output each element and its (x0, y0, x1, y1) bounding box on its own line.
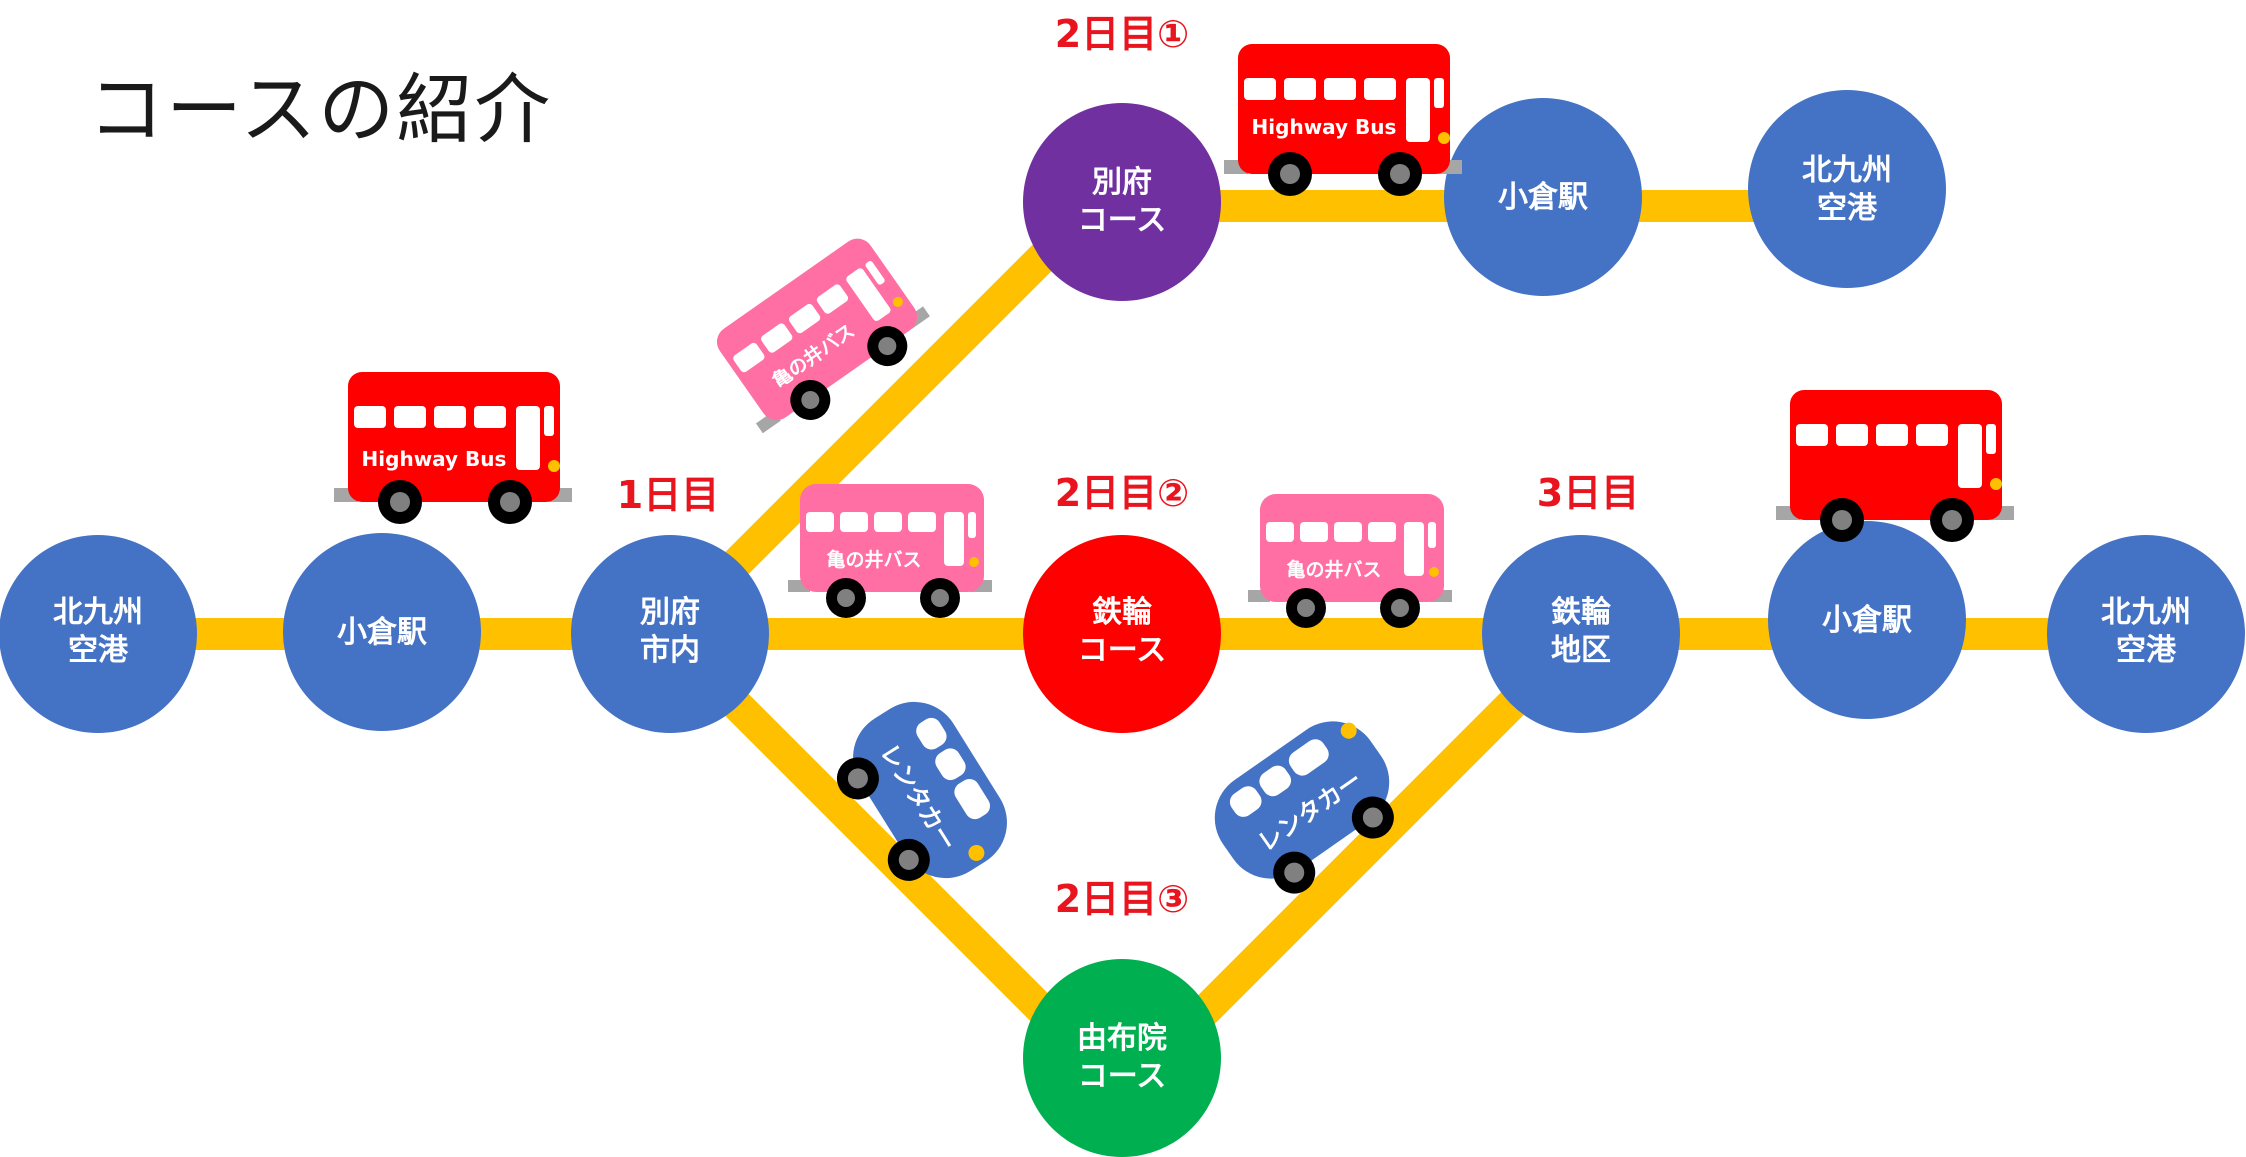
route-line-day1-to-beppu (704, 218, 1082, 596)
node-label-line2: 地区 (1551, 633, 1611, 668)
route-line-yufuin-to-tetsuwa (1166, 672, 1544, 1050)
vehicle-label: 亀の井バス (1286, 559, 1381, 581)
rental-car-left: レンタカー (836, 701, 1007, 881)
node-yufuin-course: 由布院 コース (1023, 959, 1221, 1157)
day-label-day1: 1日目 (617, 473, 719, 517)
node-label-line1: 別府 (640, 595, 700, 630)
kamenoi-bus-tilted: 亀の井バス (716, 238, 930, 434)
node-label: 小倉駅 (1498, 180, 1588, 215)
node-tetsuwa-district: 鉄輪 地区 (1482, 535, 1680, 733)
node-beppu-course: 別府 コース (1023, 103, 1221, 301)
node-kitakyushu-airport-left: 北九州 空港 (0, 535, 197, 733)
node-label-line1: 別府 (1092, 165, 1152, 200)
node-kitakyushu-airport-right: 北九州 空港 (2047, 535, 2245, 733)
node-label-line2: コース (1078, 203, 1167, 238)
page-title: コースの紹介 (88, 65, 553, 154)
day-label-day2-1: 2日目① (1055, 12, 1190, 56)
node-kokura-right: 小倉駅 (1768, 521, 1966, 719)
highway-bus-right (1776, 390, 2014, 542)
vehicle-label: Highway Bus (362, 447, 507, 471)
rental-car-right: レンタカー (1214, 721, 1394, 894)
node-kokura-top: 小倉駅 (1444, 98, 1642, 296)
day-label-day2-2: 2日目② (1055, 471, 1190, 515)
kamenoi-bus-middle-right: 亀の井バス (1248, 494, 1452, 628)
node-label-line2: コース (1078, 1059, 1167, 1094)
node-label-line1: 由布院 (1077, 1021, 1167, 1056)
node-kitakyushu-airport-top: 北九州 空港 (1748, 90, 1946, 288)
highway-bus-top: Highway Bus (1224, 44, 1462, 196)
day-label-day3: 3日目 (1537, 471, 1639, 515)
node-label-line2: 空港 (2116, 633, 2177, 668)
vehicle-label: 亀の井バス (826, 549, 921, 571)
node-label-line2: 市内 (640, 633, 700, 668)
vehicle-label: Highway Bus (1252, 115, 1397, 139)
node-label-line1: 北九州 (1802, 153, 1892, 188)
node-label-line2: コース (1078, 633, 1167, 668)
node-tetsuwa-course: 鉄輪 コース (1023, 535, 1221, 733)
node-label: 小倉駅 (337, 615, 427, 650)
day-labels: 1日目 2日目① 2日目② 2日目③ 3日目 (617, 12, 1639, 921)
node-beppu-city: 別府 市内 (571, 535, 769, 733)
node-label-line1: 鉄輪 (1551, 595, 1612, 630)
node-label-line1: 北九州 (2101, 595, 2191, 630)
day-label-day2-3: 2日目③ (1055, 877, 1190, 921)
highway-bus-left: Highway Bus (334, 372, 572, 524)
node-label-line2: 空港 (68, 633, 129, 668)
node-label-line1: 北九州 (53, 595, 143, 630)
node-kokura-left: 小倉駅 (283, 533, 481, 731)
kamenoi-bus-middle-left: 亀の井バス (788, 484, 992, 618)
node-label-line1: 鉄輪 (1092, 595, 1153, 630)
node-label-line2: 空港 (1817, 191, 1878, 226)
node-label: 小倉駅 (1822, 603, 1912, 638)
